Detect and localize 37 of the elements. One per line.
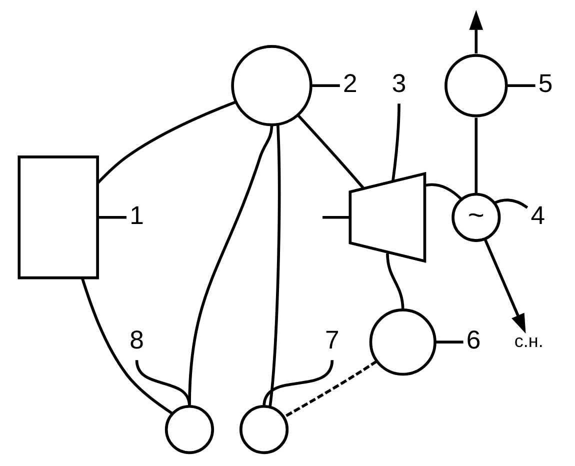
connector <box>386 253 404 310</box>
node-text: 1 <box>130 202 144 230</box>
connector <box>494 198 528 209</box>
node-text: 3 <box>392 70 406 98</box>
connector <box>424 183 462 200</box>
node-text: 5 <box>538 70 553 98</box>
node-circle <box>239 404 289 454</box>
connector <box>322 216 350 219</box>
node-text: 2 <box>343 70 358 98</box>
node-circle <box>164 404 214 454</box>
connector <box>98 216 126 219</box>
arrow <box>484 238 526 334</box>
connector <box>296 114 365 190</box>
node-box <box>18 156 99 280</box>
node-text: 4 <box>530 202 546 230</box>
connector <box>392 104 400 182</box>
connector <box>188 124 274 406</box>
connector <box>262 360 334 407</box>
arrow <box>469 10 484 54</box>
node-circle: ~ <box>452 192 501 242</box>
connector <box>135 360 191 407</box>
connector <box>80 277 174 415</box>
node-circle <box>444 54 508 118</box>
node-circle <box>369 308 436 376</box>
connector <box>268 124 281 408</box>
node-text: 7 <box>325 326 340 355</box>
connector <box>506 84 536 88</box>
connector <box>310 84 340 88</box>
node-trapezoid <box>348 172 426 263</box>
connector <box>435 340 464 344</box>
node-circle <box>231 45 312 126</box>
connector <box>96 100 236 184</box>
connector <box>283 360 378 418</box>
node-text: 8 <box>130 326 144 355</box>
connector <box>474 118 478 193</box>
node-text: 6 <box>466 326 481 355</box>
node-text: с.н. <box>514 330 544 351</box>
